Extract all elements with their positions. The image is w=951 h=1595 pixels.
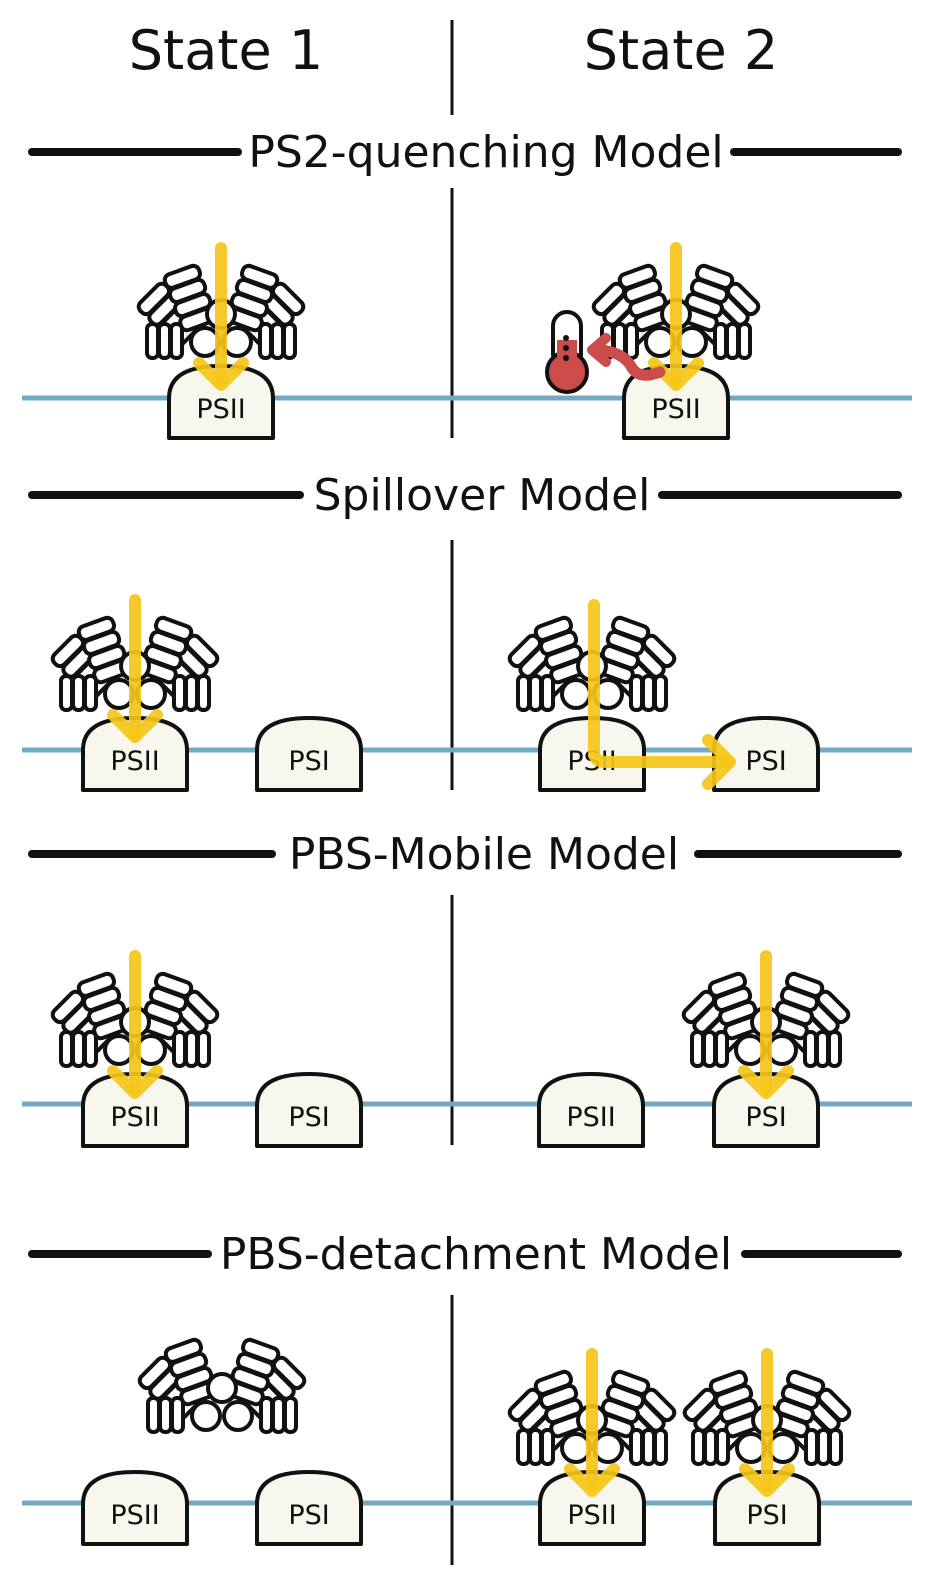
reaction-center-label: PSII [567,1500,616,1531]
heat-arrow-icon [594,344,666,381]
phycobilisome-icon [135,1336,309,1434]
reaction-center-label: PSII [196,394,245,425]
reaction-center-psi: PSI [255,1072,363,1148]
energy-arrow-spillover-icon [588,599,736,790]
reaction-center-psi: PSI [712,1072,820,1148]
model-pbs-mobile: PBS-Mobile Model PSII PSI PSII PSI [22,829,912,1148]
model-spillover: Spillover Model PSII PSI PSII PSI [22,470,912,792]
reaction-center-label: PSI [746,1500,787,1531]
heat-arrow-head-icon [587,333,611,367]
reaction-center-psii: PSII [81,716,189,792]
reaction-center-label: PSI [745,746,786,777]
reaction-center-label: PSII [110,1102,159,1133]
reaction-center-label: PSII [110,746,159,777]
model-ps2-quenching: PS2-quenching Model PSII PSII [22,127,912,440]
reaction-center-label: PSII [651,394,700,425]
model-title: PS2-quenching Model [248,127,723,178]
model-title: Spillover Model [314,470,651,521]
model-title: PBS-Mobile Model [289,829,679,880]
reaction-center-psi: PSI [713,1470,821,1546]
reaction-center-label: PSI [288,746,329,777]
reaction-center-psii: PSII [538,1470,646,1546]
reaction-center-psii: PSII [537,1072,645,1148]
state2-header: State 2 [584,19,778,82]
reaction-center-psi: PSI [255,716,363,792]
reaction-center-label: PSII [110,1500,159,1531]
reaction-center-psii: PSII [622,364,730,440]
reaction-center-psii: PSII [81,1470,189,1546]
reaction-center-psi: PSI [712,716,820,792]
reaction-center-label: PSII [566,1102,615,1133]
reaction-center-label: PSI [288,1500,329,1531]
reaction-center-label: PSI [288,1102,329,1133]
model-pbs-detachment: PBS-detachment Model PSII PSI PSII PSI [22,1229,912,1565]
model-title: PBS-detachment Model [220,1229,732,1280]
state1-header: State 1 [129,19,323,82]
thermometer-icon [545,310,589,394]
reaction-center-psi: PSI [255,1470,363,1546]
reaction-center-psii: PSII [81,1072,189,1148]
reaction-center-psii: PSII [167,364,275,440]
reaction-center-label: PSI [745,1102,786,1133]
